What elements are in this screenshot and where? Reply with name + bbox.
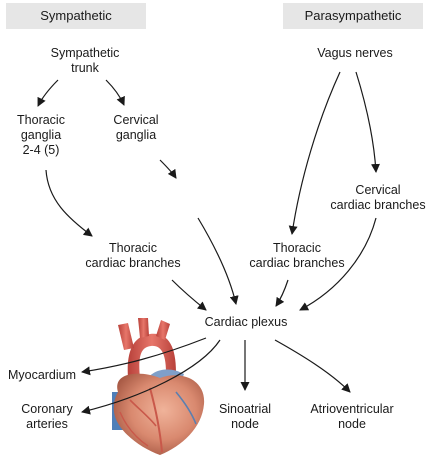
- coronary-vessel-4: [119, 411, 149, 447]
- arrows: [37, 71, 380, 415]
- atrioventricular-node-label: Atrioventricular node: [310, 402, 394, 431]
- aorta-shape: [127, 333, 176, 378]
- cardiac-plexus-label: Cardiac plexus: [204, 315, 288, 329]
- coronary-vessel-2: [129, 399, 157, 427]
- artery-branch-1: [118, 323, 134, 350]
- arrow-cervical-ganglia-to-down: [159, 159, 177, 179]
- thoracic-ganglia-label: Thoracic ganglia 2-4 (5): [17, 113, 65, 157]
- arrow-cervical-down-to-plexus: [197, 217, 239, 305]
- coronary-arteries-label: Coronary arteries: [21, 402, 73, 431]
- heart-illustration: [112, 318, 205, 455]
- arrow-trunk-to-thoracic-ganglia: [37, 79, 59, 107]
- heart-body-shape: [113, 373, 205, 455]
- sympathetic-header: Sympathetic: [6, 3, 146, 29]
- arrow-thoracic-ganglia-to-thoracic-branches: [45, 169, 93, 237]
- artery-branch-2: [138, 318, 149, 338]
- coronary-vessel-3: [175, 391, 197, 425]
- arrow-thoracic-right-to-plexus: [275, 279, 289, 307]
- sympathetic-trunk-label: Sympathetic trunk: [50, 46, 120, 75]
- arrow-plexus-to-coronary: [81, 339, 221, 415]
- thoracic-cardiac-branches-left-label: Thoracic cardiac branches: [85, 241, 181, 270]
- arrow-thoracic-branches-left-to-plexus: [171, 279, 207, 311]
- arrow-vagus-to-thoracic-right: [288, 71, 341, 235]
- myocardium-label: Myocardium: [7, 368, 77, 382]
- arrow-plexus-to-atrioventricular: [274, 339, 351, 393]
- arrow-cervical-cardiac-to-plexus: [299, 217, 377, 311]
- arrow-vagus-to-cervical-cardiac: [355, 71, 380, 173]
- parasympathetic-header: Parasympathetic: [283, 3, 423, 29]
- thoracic-cardiac-branches-right-label: Thoracic cardiac branches: [249, 241, 345, 270]
- arrow-plexus-to-myocardium: [81, 337, 207, 376]
- arrow-trunk-to-cervical-ganglia: [105, 79, 125, 106]
- cervical-cardiac-branches-label: Cervical cardiac branches: [330, 183, 426, 212]
- coronary-vessel-1: [149, 387, 163, 453]
- artery-branch-3: [156, 320, 170, 340]
- vagus-nerves-label: Vagus nerves: [317, 46, 393, 60]
- cervical-ganglia-label: Cervical ganglia: [113, 113, 159, 142]
- sinoatrial-node-label: Sinoatrial node: [218, 402, 272, 431]
